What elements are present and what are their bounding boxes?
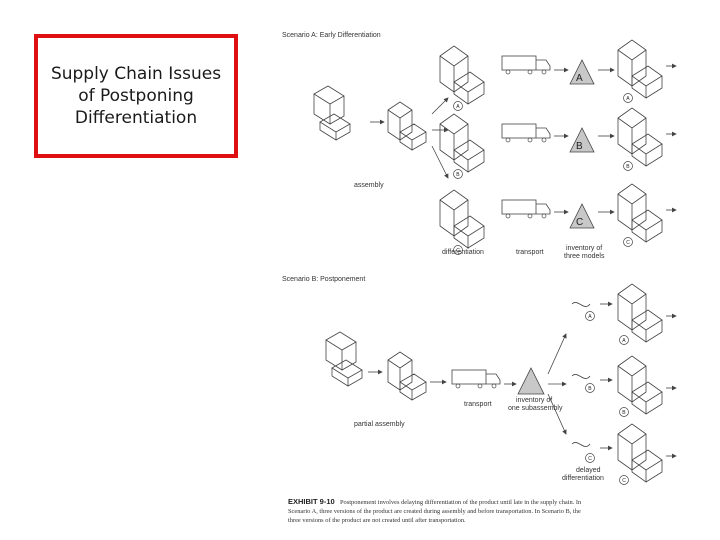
svg-text:A: A [456,104,460,110]
inventory-three-label-2: three models [564,253,605,260]
seat-icon: C [617,423,663,485]
svg-text:C: C [576,217,583,228]
delayed-label: delayed [576,467,601,474]
svg-text:A: A [626,96,630,102]
seat-icon [387,351,427,401]
svg-text:B: B [576,141,583,152]
seat-icon: B [617,355,663,417]
delayed-label-2: differentiation [562,475,604,482]
svg-text:B: B [456,172,460,178]
row-a: A A A [439,39,677,111]
base-subassembly-icon [313,85,351,141]
seat-icon: C [439,189,485,255]
row-b-out-a: A A [571,283,677,345]
truck-icon [501,199,551,219]
truck-icon [501,55,551,75]
inventory-three-label: inventory of [566,245,602,252]
exhibit-caption-line1: Postponement involves delaying different… [340,499,582,506]
svg-text:C: C [626,240,630,246]
seat-icon: A [617,39,663,103]
truck-icon [451,369,501,389]
seat-icon: A [617,283,663,345]
svg-text:B: B [588,386,592,392]
svg-text:A: A [622,338,626,344]
differentiation-label: differentiation [442,249,484,256]
inventory-triangle-icon: C [569,203,595,229]
inventory-one-label: inventory of [516,397,552,404]
svg-text:C: C [622,478,626,484]
partial-assembly-label: partial assembly [354,421,405,428]
seat-icon: C [617,183,663,247]
assembly-label: assembly [354,182,384,189]
svg-text:A: A [588,314,592,320]
seat-icon: B [617,107,663,171]
scenario-b-title: Scenario B: Postponement [282,276,365,283]
base-subassembly-icon [325,331,363,387]
row-b-out-c: C C [571,423,677,485]
truck-icon [501,123,551,143]
svg-text:B: B [622,410,626,416]
exhibit-caption-line3: three versions of the product are not cr… [288,517,466,524]
svg-text:B: B [626,164,630,170]
svg-text:C: C [456,248,460,254]
slide-title: Supply Chain Issues of Postponing Differ… [50,64,222,128]
inventory-triangle-icon: A [569,59,595,85]
transport-label-b: transport [464,401,492,408]
postponement-diagram: Scenario A: Early Differentiation assemb… [282,32,677,524]
row-c: C C C [439,183,677,255]
row-b: B B B [439,107,677,179]
slide-title-box: Supply Chain Issues of Postponing Differ… [34,34,238,158]
exhibit-caption-label: EXHIBIT 9-10 [288,497,335,506]
transport-label-a: transport [516,249,544,256]
svg-text:A: A [576,73,583,84]
seat-icon: A [439,45,485,111]
exhibit-caption-line2: Scenario A, three versions of the produc… [288,508,581,515]
inventory-subassembly-triangle-icon [517,367,545,395]
row-b-out-b: B B [571,355,677,417]
seat-icon [387,101,427,151]
inventory-triangle-icon: B [569,127,595,153]
scenario-a-title: Scenario A: Early Differentiation [282,32,381,39]
svg-text:C: C [588,456,592,462]
seat-icon: B [439,113,485,179]
inventory-one-label-2: one subassembly [508,405,563,412]
